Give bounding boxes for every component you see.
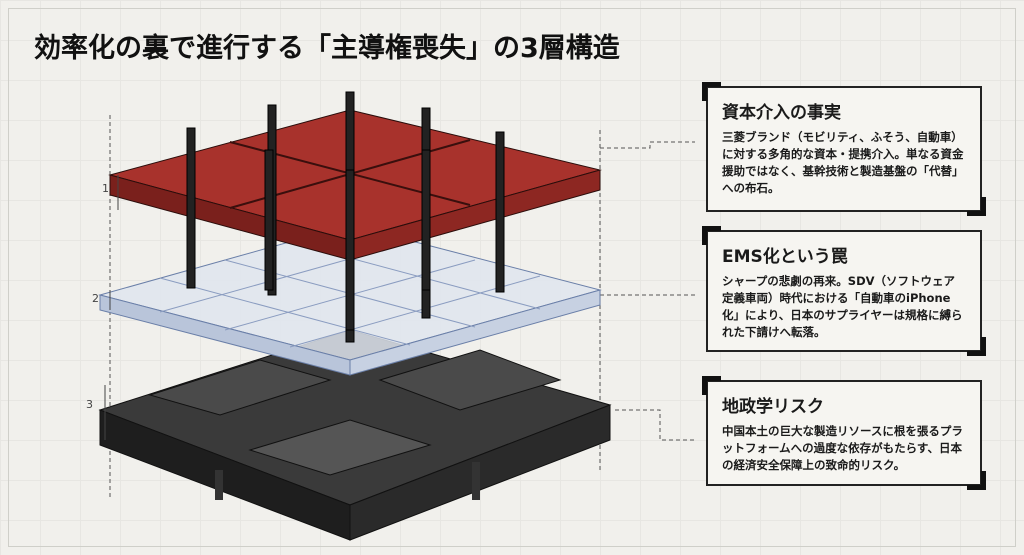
- info-box-capital: 資本介入の事実 三菱ブランド（モビリティ、ふそう、自動車）に対する多角的な資本・…: [702, 82, 986, 216]
- layer-number-3: 3: [86, 398, 93, 411]
- layer-number-1: 1: [102, 182, 109, 195]
- info-box-ems: EMS化という罠 シャープの悲劇の再来。SDV（ソフトウェア定義車両）時代におけ…: [702, 226, 986, 356]
- layer-3-geopolitical: [98, 329, 612, 541]
- info-box-heading: 資本介入の事実: [722, 103, 841, 123]
- page-frame: [8, 8, 1016, 547]
- info-box-heading: 地政学リスク: [722, 397, 824, 417]
- info-box-body: シャープの悲劇の再来。SDV（ソフトウェア定義車両）時代における「自動車のiPh…: [722, 274, 963, 339]
- connector-1: [600, 141, 695, 149]
- info-box-body: 中国本土の巨大な製造リソースに根を張るプラットフォームへの過度な依存がもたらす、…: [722, 424, 963, 472]
- layer-1-capital: [108, 109, 602, 261]
- layer-number-2: 2: [92, 292, 99, 305]
- bolt-icons: [186, 91, 505, 343]
- info-box-geopolitics: 地政学リスク 中国本土の巨大な製造リソースに根を張るプラットフォームへの過度な依…: [702, 376, 986, 490]
- dimension-marks: [104, 175, 119, 440]
- page-title: 効率化の裏で進行する「主導権喪失」の3層構造: [34, 33, 620, 64]
- info-box-body: 三菱ブランド（モビリティ、ふそう、自動車）に対する多角的な資本・提携介入。単なる…: [722, 130, 964, 195]
- connector-3: [615, 409, 695, 441]
- info-box-heading: EMS化という罠: [722, 247, 848, 267]
